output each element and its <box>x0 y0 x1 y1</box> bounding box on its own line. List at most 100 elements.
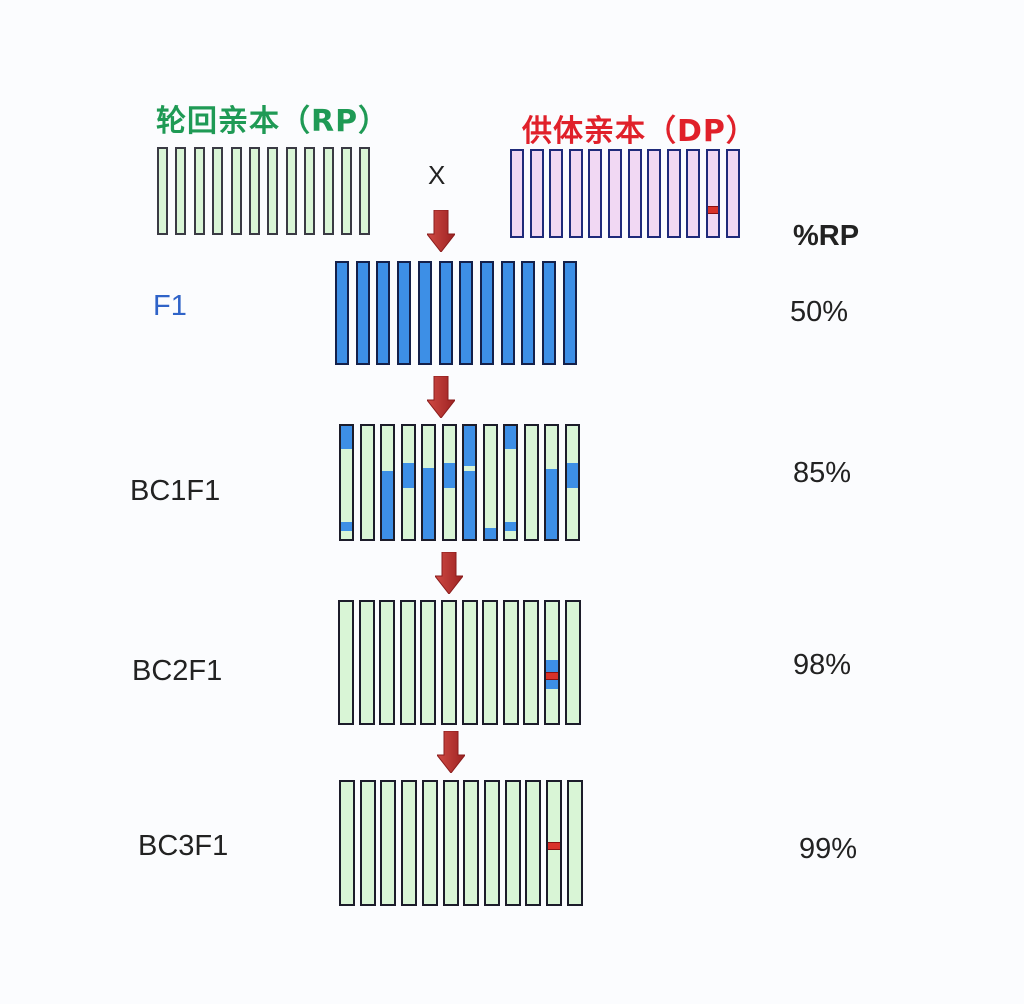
pct-rp-header: %RP <box>793 220 860 252</box>
bc2f1-chromosome <box>502 600 519 725</box>
donor-segment <box>341 426 352 449</box>
f1-chromosome <box>397 261 412 365</box>
bc2f1-chromosome <box>544 600 560 725</box>
bc1f1-chromosome <box>359 424 375 541</box>
recurrent-segment <box>443 426 455 464</box>
recurrent-segment <box>464 465 475 472</box>
bc1f1-chromosome <box>544 424 559 541</box>
donor-segment <box>505 522 516 532</box>
f1-chromosome <box>438 261 453 365</box>
f1-chromosome <box>542 261 556 365</box>
bc2f1-chromosome <box>482 600 499 725</box>
bc3f1-chromosome <box>504 780 521 906</box>
bc1f1-chromosome <box>380 424 395 541</box>
recurrent-segment <box>525 426 537 539</box>
recurrent-segment <box>423 426 434 468</box>
pct-rp-f1: 50% <box>790 296 849 328</box>
donor-segment <box>566 463 578 489</box>
bc3f1-chromosome <box>442 780 459 906</box>
generation-label-bc1f1: BC1F1 <box>130 475 221 507</box>
f1-chromosome <box>459 261 474 365</box>
pct-rp-bc3f1: 99% <box>799 833 858 865</box>
donor-segment <box>484 527 496 539</box>
dp-chromosome <box>627 149 642 238</box>
donor-segment <box>546 468 557 539</box>
pct-rp-bc1f1: 85% <box>793 457 852 489</box>
bc3f1-chromosome <box>546 780 562 906</box>
dp-chromosome <box>529 149 544 238</box>
bc1f1-chromosome <box>564 424 580 541</box>
dp-chromosome <box>686 149 701 238</box>
bc3f1-chromosome <box>380 780 397 906</box>
recurrent-segment <box>505 531 516 539</box>
dp-chromosome <box>725 149 740 238</box>
bc1f1-chromosome <box>421 424 436 541</box>
recurrent-segment <box>341 531 352 539</box>
rp-chromosome <box>359 147 371 235</box>
donor-segment <box>402 463 414 489</box>
bc2f1-chromosome <box>338 600 354 725</box>
f1-chromosome <box>562 261 577 365</box>
bc3f1-chromosome <box>401 780 418 906</box>
rp-chromosome <box>249 147 260 235</box>
pct-rp-bc2f1: 98% <box>793 649 852 681</box>
recurrent-segment <box>546 426 557 469</box>
down-arrow-icon <box>437 731 465 773</box>
rp-chromosome <box>230 147 242 235</box>
donor-segment <box>464 426 475 466</box>
donor-segment <box>382 471 393 539</box>
f1-chromosome <box>500 261 515 365</box>
recurrent-segment <box>484 426 496 528</box>
bc3f1-chromosome <box>359 780 376 906</box>
bc3f1-chromosome <box>339 780 355 906</box>
dp-chromosome <box>568 149 583 238</box>
target-gene-marker <box>546 671 558 680</box>
bc2f1-chromosome <box>358 600 375 725</box>
dp-chromosome <box>588 149 603 238</box>
dp-chromosome <box>647 149 662 238</box>
recurrent-segment <box>341 448 352 523</box>
down-arrow-icon <box>427 210 455 252</box>
f1-chromosome <box>521 261 536 365</box>
bc2f1-chromosome <box>564 600 581 725</box>
cross-symbol: X <box>428 160 446 190</box>
bc2f1-chromosome <box>379 600 396 725</box>
donor-parent-title: 供体亲本（DP） <box>522 114 757 149</box>
rp-chromosome <box>304 147 316 235</box>
f1-chromosome <box>417 261 432 365</box>
bc1f1-chromosome <box>523 424 539 541</box>
bc1f1-chromosome <box>441 424 457 541</box>
bc1f1-chromosome <box>462 424 477 541</box>
rp-chromosome <box>193 147 205 235</box>
bc3f1-chromosome <box>566 780 583 906</box>
donor-segment <box>505 426 516 449</box>
bc2f1-chromosome <box>399 600 416 725</box>
recurrent-segment <box>402 426 414 464</box>
bc3f1-chromosome <box>525 780 542 906</box>
donor-segment <box>341 522 352 532</box>
recurrent-segment <box>402 488 414 539</box>
recurrent-segment <box>382 426 393 472</box>
bc1f1-chromosome <box>400 424 416 541</box>
recurrent-parent-title: 轮回亲本（RP） <box>156 104 390 139</box>
generation-label-bc3f1: BC3F1 <box>138 830 229 862</box>
dp-chromosome <box>510 149 524 238</box>
dp-chromosome <box>549 149 564 238</box>
generation-label-bc2f1: BC2F1 <box>132 655 223 687</box>
target-gene-marker <box>548 842 560 851</box>
rp-chromosome <box>322 147 334 235</box>
bc3f1-chromosome <box>483 780 500 906</box>
down-arrow-icon <box>435 552 463 594</box>
bc2f1-chromosome <box>420 600 437 725</box>
generation-label-f1: F1 <box>153 290 187 322</box>
recurrent-segment <box>443 488 455 539</box>
dp-chromosome <box>706 149 720 238</box>
target-gene-marker <box>708 205 718 214</box>
bc3f1-chromosome <box>421 780 438 906</box>
rp-chromosome <box>157 147 168 235</box>
bc2f1-chromosome <box>441 600 457 725</box>
rp-chromosome <box>212 147 224 235</box>
recurrent-segment <box>566 488 578 539</box>
recurrent-segment <box>361 426 373 539</box>
recurrent-segment <box>505 448 516 523</box>
